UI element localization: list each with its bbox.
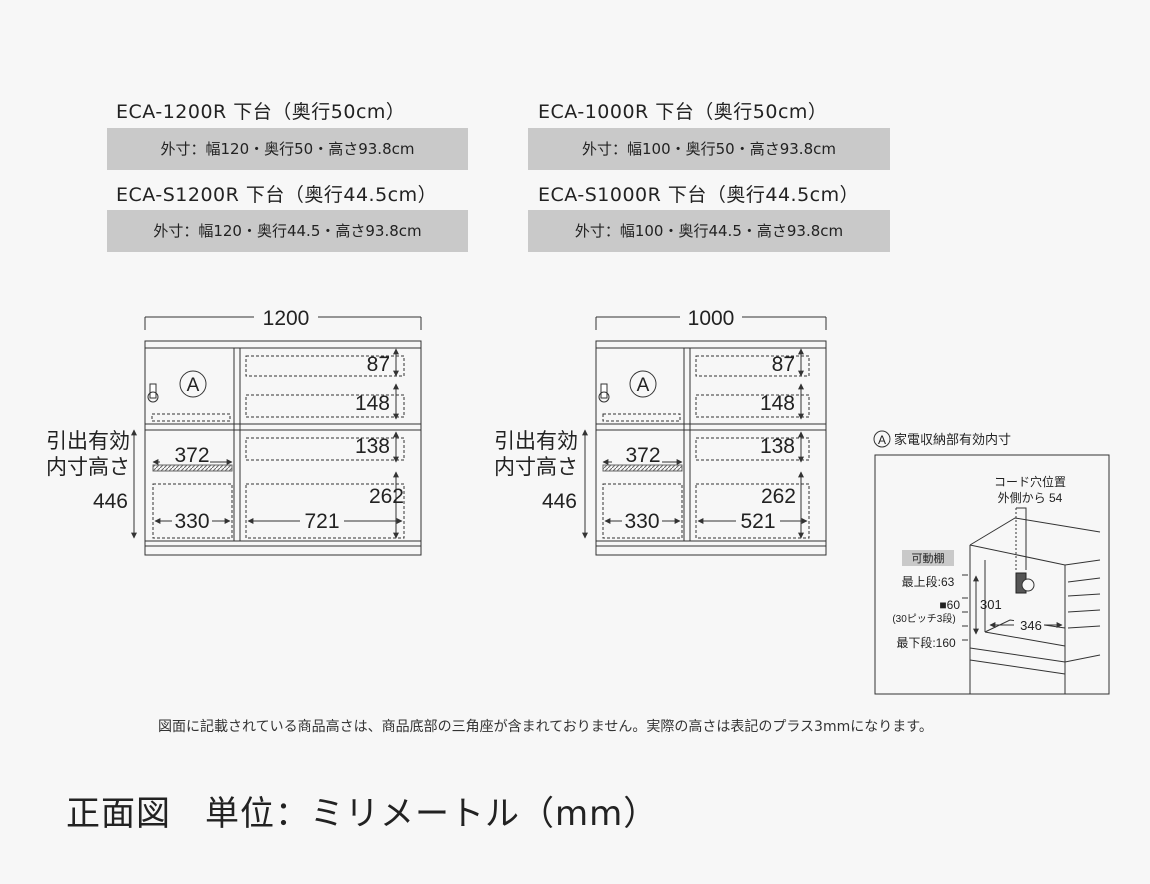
model-title-eca-s1000r: ECA-S1000R 下台（奥行44.5cm） [538,184,860,206]
cord-hole-label-1: コード穴位置 [994,474,1066,489]
elevation-1200: 1200 A 87 148 138 262 [46,307,422,556]
height-value-1200: 446 [93,490,128,513]
detail-frame [874,454,1110,695]
model-title-eca-1200r: ECA-1200R 下台（奥行50cm） [116,101,406,123]
pitch-label: ■60 [939,598,960,612]
width-1200-label: 1200 [263,307,310,330]
dim-262-1200: 262 [369,485,404,508]
appliance-mark-1000: A [637,375,650,396]
width-1000-label: 1000 [688,307,735,330]
dim-521-1000: 521 [740,510,775,533]
height-label-2-1000: 内寸高さ [494,456,578,479]
elevation-1000: 1000 A 87 148 138 262 372 330 [494,307,827,556]
detail-appliance-compartment: A 家電収納部有効内寸 コード穴位置 外側から 54 可動棚 最上段:63 ■6… [873,430,1110,695]
shelf-badge [902,550,954,566]
appliance-mark-1200: A [187,375,200,396]
dim-138-1200: 138 [355,435,390,458]
footnote: 図面に記載されている商品高さは、商品底部の三角座が含まれておりません。実際の高さ… [158,719,933,735]
model-title-eca-1000r: ECA-1000R 下台（奥行50cm） [538,101,828,123]
dim-87-1000: 87 [772,353,795,376]
dim-301-label: 301 [980,597,1002,612]
dim-148-1200: 148 [355,392,390,415]
footer-view-name: 正面図 [66,794,171,834]
dim-330-1200: 330 [174,510,209,533]
cabinet-1200-outline [144,340,422,556]
spec-bar-eca-s1200r: 外寸：幅120・奥行44.5・高さ93.8cm [107,210,468,252]
top-step-label: 最上段:63 [902,574,955,589]
height-value-1000: 446 [542,490,577,513]
spec-bar-eca-1000r: 外寸：幅100・奥行50・高さ93.8cm [528,128,890,170]
dim-721-1200: 721 [304,510,339,533]
model-title-eca-s1200r: ECA-S1200R 下台（奥行44.5cm） [116,184,438,206]
dim-262-1000: 262 [761,485,796,508]
height-label-1-1200: 引出有効 [46,430,130,453]
dim-330-1000: 330 [624,510,659,533]
dim-372-1000: 372 [625,444,660,467]
cord-hole-label-2: 外側から 54 [998,491,1063,505]
cabinet-1000-outline [595,340,827,556]
pitch-note-label: (30ピッチ3段) [892,612,955,625]
footer-title: 正面図単位：ミリメートル（mm） [66,786,658,835]
spec-bar-eca-1200r: 外寸：幅120・奥行50・高さ93.8cm [107,128,468,170]
height-label-2-1200: 内寸高さ [46,456,130,479]
spec-bar-eca-s1000r: 外寸：幅100・奥行44.5・高さ93.8cm [528,210,890,252]
dim-87-1200: 87 [367,353,390,376]
detail-caption: 家電収納部有効内寸 [894,432,1011,447]
dim-138-1000: 138 [760,435,795,458]
height-label-1-1000: 引出有効 [494,430,578,453]
shelf-badge-label: 可動棚 [912,551,945,565]
footer-unit: 単位：ミリメートル（mm） [205,794,659,834]
bottom-step-label: 最下段:160 [896,635,956,650]
dim-346-label: 346 [1020,618,1042,633]
dim-372-1200: 372 [174,444,209,467]
dim-148-1000: 148 [760,392,795,415]
detail-mark: A [878,433,886,447]
